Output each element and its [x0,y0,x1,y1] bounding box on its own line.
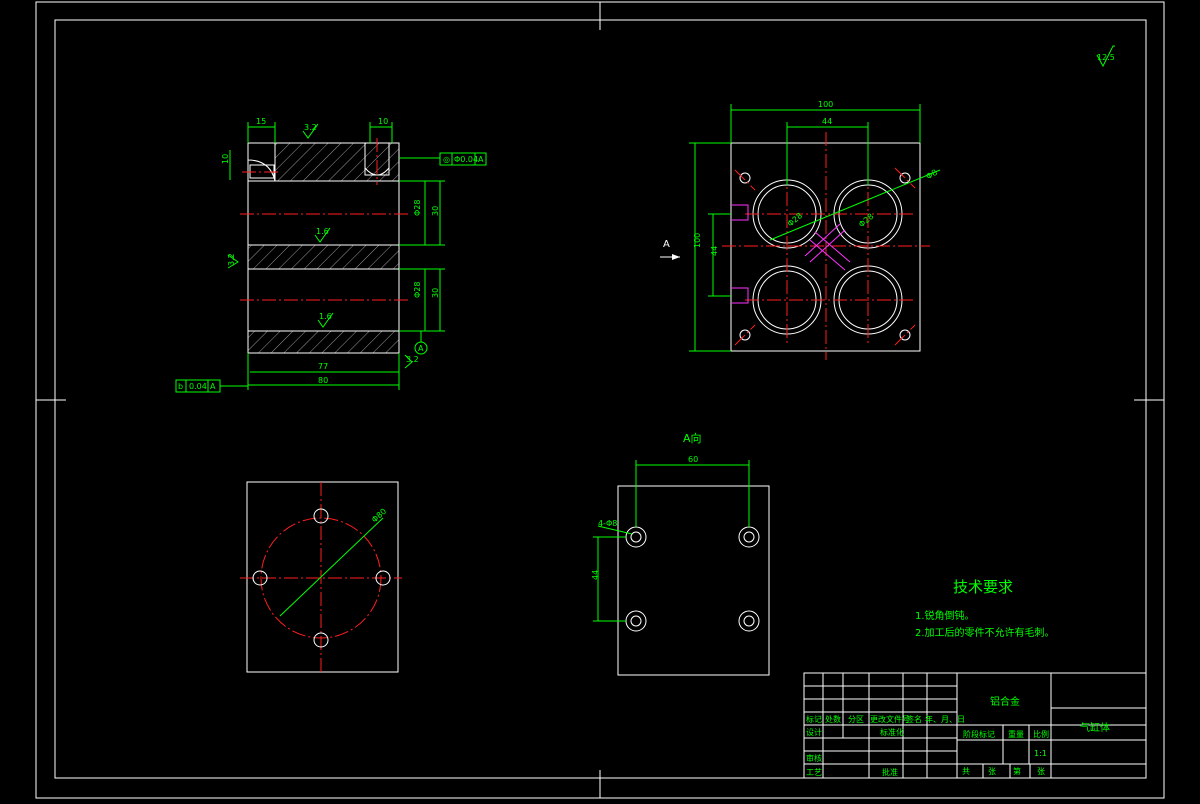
dim-top-right: 10 [378,117,388,126]
section-roughness-5: 3.2 [406,355,419,364]
dim-right-upper: 30 [431,206,440,216]
section-roughness-4: 3.2 [227,253,236,266]
tb-weight: 重量 [1008,729,1024,739]
plan-dim-center-spacing: 44 [822,117,832,126]
tb-process: 工艺 [806,768,822,777]
tol-top-symbol: ◎ [443,155,450,164]
tb-standardize: 标准化 [880,727,904,737]
dim-right-upper-dia: Φ28 [413,200,422,216]
title-material: 铝合金 [990,695,1020,708]
tech-requirements: 技术要求 1.锐角倒钝。 2.加工后的零件不允许有毛刺。 [915,578,1055,639]
dim-left-small: 10 [221,154,230,164]
tb-header-mark: 标记 [806,714,822,724]
section-roughness-3: 1.6 [319,312,332,321]
dim-top-left: 15 [256,117,266,126]
datum-a: A [418,344,424,353]
tb-header-sign: 签名 [906,714,922,724]
dim-bottom-inner: 77 [318,362,328,371]
tb-approve: 批准 [882,767,898,777]
tech-req-item-2: 2.加工后的零件不允许有毛刺。 [915,626,1055,639]
section-view: 15 10 77 80 10 30 Φ28 30 Φ28 3.2 1.6 1.6 [175,117,487,393]
tb-sheet-total: 共 [962,767,970,776]
tb-stage-mark: 阶段标记 [963,729,995,739]
a-view-hole-ul [625,526,647,548]
sheet-frame [35,1,1165,799]
a-view-title: A向 [683,431,702,445]
tech-req-item-1: 1.锐角倒钝。 [915,609,975,622]
a-view-hole-ll [625,610,647,632]
plan-dim-diag: Φ8 [925,168,939,181]
a-view-hole-label: 4-Φ8 [598,519,617,528]
tb-header-count: 处数 [825,714,841,724]
tb-review: 审核 [806,753,822,763]
a-view-dim-left: 44 [591,570,600,580]
plan-dim-width: 100 [818,100,833,109]
tb-header-date: 年、月、日 [925,714,965,724]
title-block: 铝合金 气缸体 标记 处数 分区 更改文件号 签名 年、月、日 设计 标准化 审… [803,672,1147,779]
tb-sheet-no: 第 [1013,766,1021,776]
tol-bottom-datum: A [210,382,216,391]
a-view-hole-ur [738,526,760,548]
plan-view: Φ8 Φ28 Φ28 100 44 100 44 A [660,100,941,360]
tol-top-datum: A [478,155,484,164]
tb-header-zone: 分区 [848,715,864,724]
title-part-name: 气缸体 [1080,721,1110,734]
general-roughness-mark: 12.5 [1096,45,1115,68]
flange-view: Φ80 [240,481,402,673]
a-view: A向 60 44 4-Φ8 [591,431,770,676]
tb-sheet-unit-1: 张 [988,767,996,776]
plan-dim-height: 100 [693,233,702,248]
a-view-dim-top: 60 [688,455,698,464]
tolerance-frame-top: ◎ Φ0.04 A [399,152,487,166]
plan-dim-inner-height: 44 [710,246,719,256]
tol-bottom-value: 0.04 [189,382,207,391]
a-view-hole-lr [738,610,760,632]
tb-scale: 1:1 [1034,749,1047,758]
view-arrow-a: A [663,239,670,250]
tb-design: 设计 [806,727,822,737]
tb-sheet-unit-2: 张 [1037,767,1045,776]
tol-top-value: Φ0.04 [454,155,478,164]
tolerance-frame-bottom: b 0.04 A [175,379,248,393]
section-roughness-2: 1.6 [316,227,329,236]
dim-bottom-total: 80 [318,376,328,385]
tech-req-title: 技术要求 [953,578,1013,596]
general-roughness-value: 12.5 [1097,53,1115,62]
dim-right-lower-dia: Φ28 [413,282,422,298]
tol-bottom-symbol: b [178,382,183,391]
dim-right-lower: 30 [431,288,440,298]
section-roughness-1: 3.2 [304,123,317,132]
tb-ratio: 比例 [1033,729,1049,739]
tb-header-change: 更改文件号 [870,714,910,724]
